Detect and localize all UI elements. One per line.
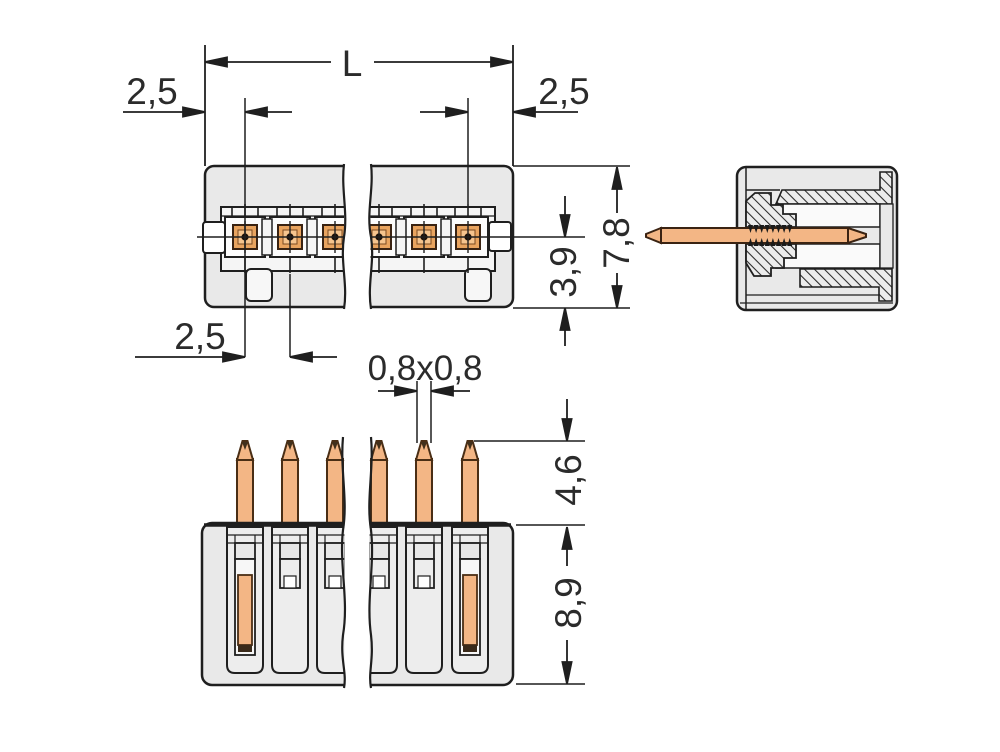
pin-holder-lower [745, 243, 797, 277]
break-line [368, 163, 374, 310]
channel-2 [271, 526, 309, 674]
solder-pin-side [645, 225, 867, 246]
dim-label-center-to-bottom: 3,9 [543, 246, 584, 297]
dim-label-housing-depth: 7,8 [596, 217, 637, 268]
channel-5 [405, 526, 443, 674]
keying-notch-right [464, 268, 492, 302]
dim-label-edge-left: 2,5 [126, 71, 177, 112]
pin-2 [281, 440, 299, 530]
plan-view [197, 158, 585, 312]
front-view [200, 431, 515, 692]
dim-label-pin-square: 0,8x0,8 [368, 349, 483, 388]
pin-3 [326, 440, 344, 530]
pin-4 [370, 440, 388, 530]
channel-6 [451, 526, 489, 674]
dimension-labels: L 2,5 2,5 2,5 0,8x0,8 3,9 7,8 4,6 8,9 [126, 43, 637, 629]
break-line [341, 163, 347, 310]
pin-1 [236, 440, 254, 530]
break-line [340, 436, 347, 689]
pin-5 [415, 440, 433, 530]
knurl-teeth-top [748, 225, 793, 233]
dim-label-housing-height: 8,9 [548, 577, 589, 628]
pin-6 [461, 440, 479, 530]
dimension-lines [123, 45, 630, 685]
pin-holder-upper [745, 192, 797, 228]
side-section-view [645, 165, 899, 312]
channel-1 [226, 526, 264, 674]
dim-label-edge-right: 2,5 [538, 71, 589, 112]
knurl-teeth-bottom [748, 238, 793, 246]
keying-notch-left [245, 268, 273, 302]
section-hatch-lower [799, 268, 893, 302]
dim-label-L: L [342, 43, 363, 84]
dim-label-pitch: 2,5 [174, 316, 225, 357]
break-line [368, 436, 374, 689]
dim-label-pin-free-length: 4,6 [548, 454, 589, 505]
